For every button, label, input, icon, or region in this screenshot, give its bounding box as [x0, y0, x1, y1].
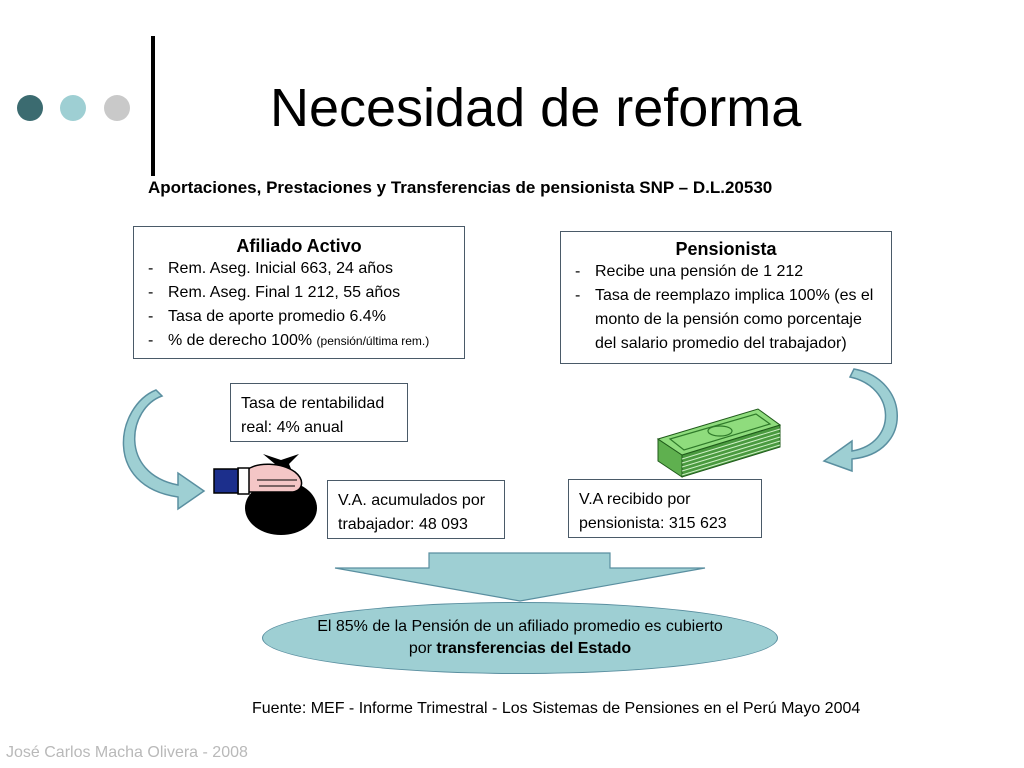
- afiliado-activo-box: Afiliado Activo -Rem. Aseg. Inicial 663,…: [133, 226, 465, 359]
- curved-arrow-right-icon: [822, 368, 898, 473]
- pensionista-item: -Recibe una pensión de 1 212: [575, 263, 804, 280]
- decor-dot-gray: [104, 95, 130, 121]
- afiliado-list: -Rem. Aseg. Inicial 663, 24 años -Rem. A…: [140, 257, 458, 353]
- curved-arrow-left-icon: [122, 389, 206, 511]
- afiliado-item-note: (pensión/última rem.): [316, 334, 430, 348]
- footer-author: José Carlos Macha Olivera - 2008: [6, 744, 248, 761]
- decor-dot-light: [60, 95, 86, 121]
- afiliado-item: -Tasa de aporte promedio 6.4%: [148, 308, 386, 325]
- tasa-rentabilidad-box: Tasa de rentabilidad real: 4% anual: [230, 383, 408, 442]
- source-note: Fuente: MEF - Informe Trimestral - Los S…: [252, 700, 861, 717]
- afiliado-item: -Rem. Aseg. Final 1 212, 55 años: [148, 284, 401, 301]
- conclusion-text: El 85% de la Pensión de un afiliado prom…: [317, 618, 723, 657]
- money-stack-icon: [656, 408, 782, 478]
- conclusion-ellipse: El 85% de la Pensión de un afiliado prom…: [262, 602, 778, 674]
- afiliado-item: -% de derecho 100% (pensión/última rem.): [148, 332, 430, 349]
- money-bag-hand-icon: [213, 454, 317, 535]
- va-recibido-box: V.A recibido por pensionista: 315 623: [568, 479, 762, 538]
- slide-title: Necesidad de reforma: [270, 78, 802, 138]
- afiliado-item: -Rem. Aseg. Inicial 663, 24 años: [148, 260, 394, 277]
- conclusion-bold: transferencias del Estado: [436, 640, 632, 657]
- va-acumulados-box: V.A. acumulados por trabajador: 48 093: [327, 480, 505, 539]
- pensionista-heading: Pensionista: [675, 239, 777, 259]
- pensionista-item: -Tasa de reemplazo implica 100% (es el m…: [575, 287, 874, 352]
- title-divider: [151, 36, 155, 176]
- decor-dot-dark: [17, 95, 43, 121]
- afiliado-heading: Afiliado Activo: [236, 236, 362, 256]
- slide-subtitle: Aportaciones, Prestaciones y Transferenc…: [148, 178, 773, 197]
- down-arrow-icon: [334, 552, 706, 602]
- pensionista-list: -Recibe una pensión de 1 212 -Tasa de re…: [567, 260, 885, 356]
- pensionista-box: Pensionista -Recibe una pensión de 1 212…: [560, 231, 892, 364]
